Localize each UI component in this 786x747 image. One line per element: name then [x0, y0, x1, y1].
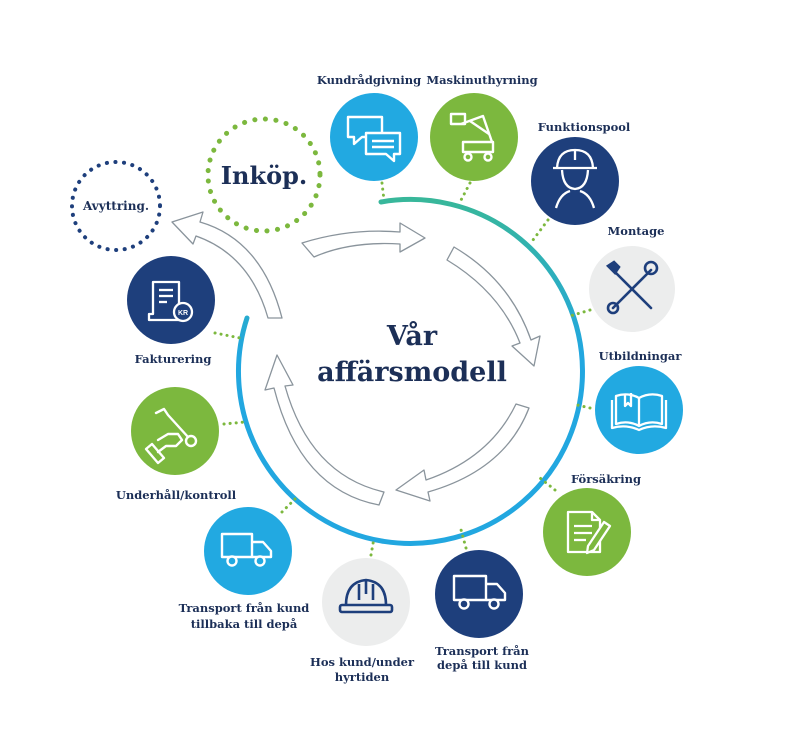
arrow-left [264, 354, 385, 506]
arrow-to-avyttring [171, 211, 283, 319]
node-maskinuthyrning: Maskinuthyrning [426, 73, 538, 181]
node-underhall: Underhåll/kontroll [116, 387, 237, 502]
center-title-line1: Vår [386, 319, 438, 352]
arrow-bottom [395, 403, 530, 502]
center-title-line2: affärsmodell [317, 357, 507, 388]
main-cycle-ring [235, 196, 585, 546]
transport-till-kund-label-1: Transport från [435, 644, 530, 658]
transport-till-depa-label-1: Transport från kund [179, 601, 310, 615]
tools-wrench-icon [605, 260, 659, 315]
node-transport-till-kund: Transport från depå till kund [435, 550, 530, 672]
node-connectors [213, 181, 592, 557]
kundradgivning-label: Kundrådgivning [317, 73, 421, 87]
invoice-icon [147, 280, 194, 323]
document-pen-icon [566, 510, 612, 555]
funktionspool-label: Funktionspool [538, 120, 631, 134]
lift-machine-icon [449, 112, 495, 162]
node-utbildningar: Utbildningar [595, 349, 683, 454]
forsakring-label: Försäkring [571, 472, 641, 486]
node-hos-kund: Hos kund/under hyrtiden [310, 558, 415, 684]
transport-till-depa-label-2: tillbaka till depå [191, 617, 298, 631]
hand-wrench-icon [144, 407, 198, 465]
node-funktionspool: Funktionspool [531, 120, 631, 225]
open-book-icon [610, 393, 668, 432]
arrow-right [446, 246, 541, 367]
node-forsakring: Försäkring [543, 472, 641, 576]
avyttring-label: Avyttring. [82, 199, 149, 213]
avyttring-node: Avyttring. [70, 160, 162, 252]
truck-icon [452, 574, 507, 610]
inkop-node: Inköp. [205, 116, 323, 234]
montage-label: Montage [608, 224, 665, 238]
underhall-label: Underhåll/kontroll [116, 488, 237, 502]
arrow-top [301, 222, 426, 258]
invoice-badge-text: KR [178, 310, 188, 317]
node-fakturering: KR Fakturering [127, 256, 215, 366]
truck-return-icon [220, 532, 273, 567]
hos-kund-label-2: hyrtiden [335, 670, 390, 684]
worker-helmet-icon [553, 148, 597, 209]
cycle-arrows [171, 211, 541, 506]
chat-bubbles-icon [346, 115, 402, 163]
fakturering-label: Fakturering [135, 352, 212, 366]
node-montage: Montage [589, 224, 675, 332]
transport-till-kund-label-2: depå till kund [437, 658, 527, 672]
inkop-label: Inköp. [221, 161, 307, 190]
utbildningar-label: Utbildningar [599, 349, 683, 363]
hard-hat-icon [338, 578, 394, 614]
hos-kund-label-1: Hos kund/under [310, 655, 415, 669]
node-transport-till-depa: Transport från kund tillbaka till depå [179, 507, 310, 631]
node-kundradgivning: Kundrådgivning [317, 73, 421, 181]
maskinuthyrning-label: Maskinuthyrning [426, 73, 537, 87]
